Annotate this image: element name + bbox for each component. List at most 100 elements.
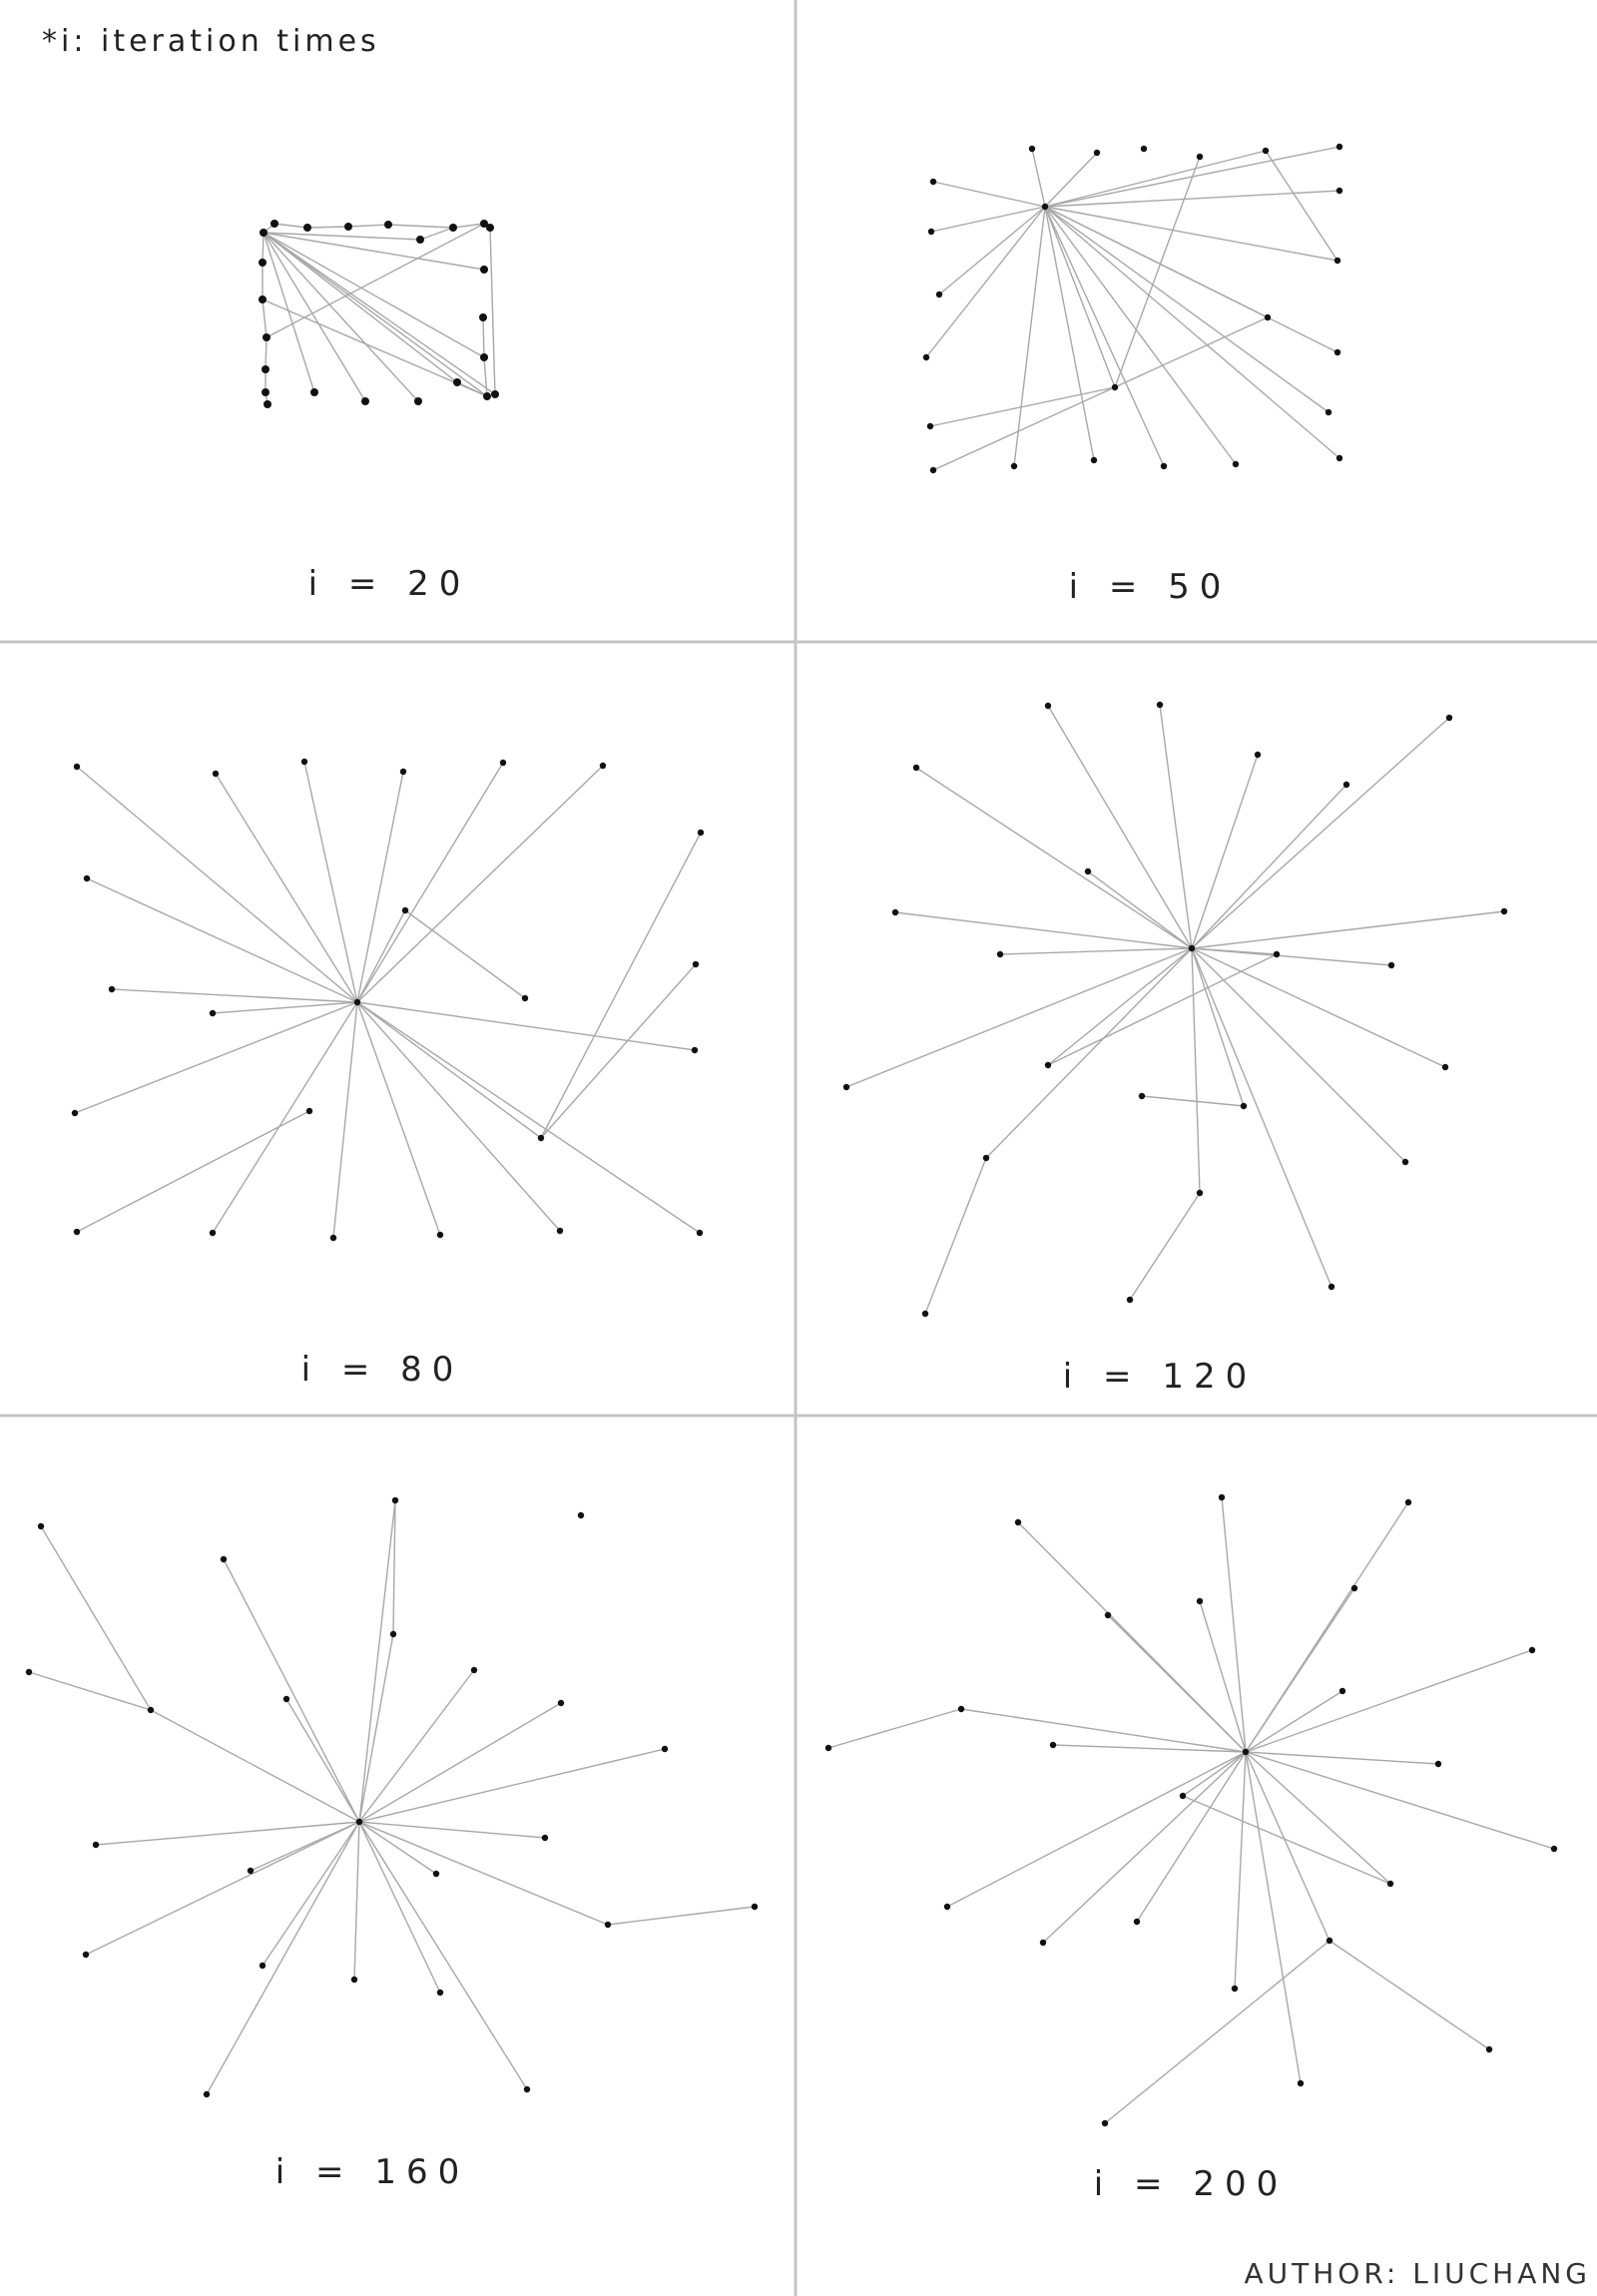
graph-node xyxy=(1325,408,1332,416)
graph-edge xyxy=(212,1001,358,1234)
graph-edge xyxy=(356,1001,441,1236)
panel-label-i20: i = 20 xyxy=(308,564,471,604)
graph-edge xyxy=(387,224,454,229)
graph-edge xyxy=(1182,1751,1247,1797)
graph-edge xyxy=(1044,206,1095,461)
graph-node xyxy=(1335,187,1343,195)
graph-node xyxy=(470,1666,478,1674)
graph-node xyxy=(891,908,899,916)
graph-node xyxy=(73,763,81,771)
graph-node xyxy=(1445,714,1453,722)
graph-node xyxy=(344,223,352,231)
graph-edge xyxy=(150,1709,360,1823)
graph-edge xyxy=(483,356,488,397)
graph-edge xyxy=(1245,1690,1343,1753)
graph-edge xyxy=(306,226,349,229)
graph-edge xyxy=(263,232,419,402)
graph-edge xyxy=(28,1671,152,1711)
graph-edge xyxy=(262,298,267,338)
graph-edge xyxy=(894,911,1193,949)
graph-node xyxy=(1434,1760,1442,1768)
graph-node xyxy=(1335,454,1343,462)
graph-edge xyxy=(924,1157,987,1315)
graph-node xyxy=(982,1154,990,1162)
graph-node xyxy=(436,1989,444,1997)
graph-node xyxy=(449,224,457,232)
graph-edge xyxy=(932,181,1046,208)
graph-node xyxy=(1342,781,1350,789)
graph-edge xyxy=(1044,206,1340,459)
graph-edge xyxy=(540,832,702,1139)
graph-edge xyxy=(1182,1795,1391,1885)
graph-edge xyxy=(76,1110,310,1233)
graph-node xyxy=(432,1870,440,1878)
graph-edge xyxy=(1191,947,1406,1163)
graph-edge xyxy=(1245,1751,1331,1942)
graph-node xyxy=(220,1555,228,1563)
graph-edge xyxy=(1245,1751,1302,2084)
graph-edge xyxy=(347,224,389,228)
graph-node xyxy=(1350,1584,1358,1592)
graph-edge xyxy=(930,206,1046,233)
graph-edge xyxy=(358,1702,562,1823)
graph-node xyxy=(1014,1518,1022,1526)
graph-node xyxy=(212,770,220,778)
graph-edge xyxy=(1265,150,1338,262)
graph-edge xyxy=(1107,1614,1247,1753)
graph-edge xyxy=(946,1751,1247,1908)
graph-edge xyxy=(1047,953,1278,1066)
graph-node xyxy=(1179,1792,1187,1800)
graph-edge xyxy=(985,947,1193,1159)
graph-node xyxy=(259,295,266,303)
graph-node xyxy=(264,400,271,408)
graph-edge xyxy=(263,232,366,402)
graph-edge xyxy=(111,988,358,1003)
graph-node xyxy=(259,259,266,267)
graph-edge xyxy=(358,1669,475,1823)
graph-node xyxy=(943,1903,951,1911)
graph-node xyxy=(1242,1748,1250,1756)
graph-edge xyxy=(1191,947,1332,1288)
graph-node xyxy=(1140,145,1148,153)
graph-node xyxy=(329,1234,337,1242)
graph-node xyxy=(361,397,369,405)
graph-node xyxy=(1010,462,1018,470)
graph-edge xyxy=(85,1821,360,1956)
graph-edge xyxy=(1044,206,1116,388)
graph-node xyxy=(1404,1498,1412,1506)
graph-node xyxy=(25,1668,33,1676)
graph-edge xyxy=(932,316,1269,471)
graph-node xyxy=(692,960,700,968)
graph-node xyxy=(82,1951,90,1959)
nodes-layer xyxy=(25,143,1558,2127)
graph-edge xyxy=(1221,1496,1247,1753)
graph-node xyxy=(957,1705,965,1713)
graph-edge xyxy=(1245,1751,1439,1765)
graph-node xyxy=(1196,153,1204,161)
graph-node xyxy=(209,1229,217,1237)
graph-edge xyxy=(358,1821,441,1994)
graph-node xyxy=(416,236,424,244)
graph-edge xyxy=(1042,1751,1247,1944)
graph-edge xyxy=(263,232,458,383)
graph-edge xyxy=(356,1001,696,1051)
graph-node xyxy=(479,313,487,321)
graph-node xyxy=(577,1511,585,1519)
graph-edge xyxy=(1052,1744,1247,1753)
graph-edge xyxy=(1031,148,1046,208)
graph-node xyxy=(1338,1687,1346,1695)
panel-label-i80: i = 80 xyxy=(301,1350,464,1390)
graph-edge xyxy=(1191,947,1278,955)
graph-edge xyxy=(263,232,496,395)
graph-node xyxy=(691,1046,699,1054)
graph-edge xyxy=(999,947,1193,955)
graph-edge xyxy=(1044,206,1338,262)
graph-edge xyxy=(1245,1587,1355,1753)
graph-edge xyxy=(392,1499,396,1635)
graph-node xyxy=(824,1744,832,1752)
graph-node xyxy=(1262,147,1270,155)
graph-node xyxy=(929,178,937,186)
graph-node xyxy=(1500,907,1508,915)
graph-node xyxy=(355,1818,363,1826)
